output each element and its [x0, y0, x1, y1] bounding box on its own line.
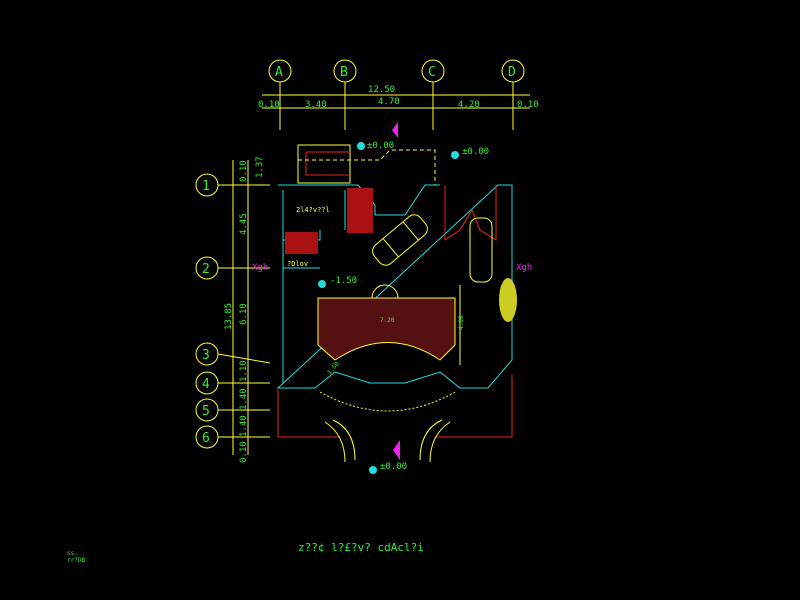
dim-seg: 0.10 [239, 441, 249, 463]
dim-seg: 0.10 [517, 100, 539, 110]
row-label-3: 3 [202, 348, 210, 363]
level-marker-icon [318, 280, 326, 288]
north-arrow-icon [392, 122, 398, 138]
level-marker-icon [369, 466, 377, 474]
column-axes: A B C D [268, 59, 525, 130]
dim-seg: 4.70 [378, 97, 400, 107]
floor-plan [276, 144, 517, 463]
dim-seg: 4.45 [239, 213, 249, 235]
dim-seg: 1.40 [239, 388, 249, 410]
dim-seg: 0.10 [239, 160, 249, 182]
section-mark-left: Xgh [252, 263, 268, 273]
scale-note: ss. [67, 550, 78, 557]
dim-inner-width: 7.20 [380, 317, 395, 324]
axis-label-b: B [340, 65, 348, 80]
level-marker-icon [451, 151, 459, 159]
dim-seg: 1.37 [255, 156, 265, 178]
dim-overall-width: 12.50 [368, 85, 395, 95]
row-label-5: 5 [202, 404, 210, 419]
level-entrance: ±0.00 [380, 462, 407, 472]
drawing-title: z??¢ l?£?v? cdAcl?i [298, 541, 424, 554]
dim-seg: 6.10 [239, 303, 249, 325]
level-top-right: ±0.00 [462, 147, 489, 157]
level-marks: ±0.00 ±0.00 -1.50 ±0.00 [318, 122, 489, 474]
scale-note: rr?DB [67, 557, 85, 564]
row-label-2: 2 [202, 262, 210, 277]
row-label-4: 4 [202, 377, 210, 392]
section-mark-right: Xgh [516, 263, 532, 273]
row-label-6: 6 [202, 431, 210, 446]
room-label: ?Dlov [287, 260, 308, 268]
room-label: 2l4?v??l [296, 206, 330, 214]
dim-seg: 3.40 [305, 100, 327, 110]
dim-overall-height: 13.85 [224, 303, 234, 330]
top-dimensions: 12.50 0.10 3.40 4.70 4.20 0.10 [258, 85, 539, 110]
axis-label-d: D [508, 65, 516, 80]
axis-label-c: C [428, 65, 436, 80]
level-marker-icon [357, 142, 365, 150]
axis-label-a: A [275, 65, 283, 80]
dim-seg: 1.40 [239, 415, 249, 437]
row-label-1: 1 [202, 179, 210, 194]
entry-arrow-icon [393, 440, 400, 460]
level-top-left: ±0.00 [367, 141, 394, 151]
dim-seg: 1.10 [239, 360, 249, 382]
dim-inner-height: 4.60 [458, 315, 465, 330]
dim-diag: 1.50 [326, 360, 341, 376]
dim-seg: 0.10 [258, 100, 280, 110]
row-axes: 1 2 3 4 5 6 1.37 0.10 4.45 13.85 6.10 1.… [195, 156, 271, 463]
level-hall: -1.50 [330, 276, 357, 286]
dim-seg: 4.20 [458, 100, 480, 110]
